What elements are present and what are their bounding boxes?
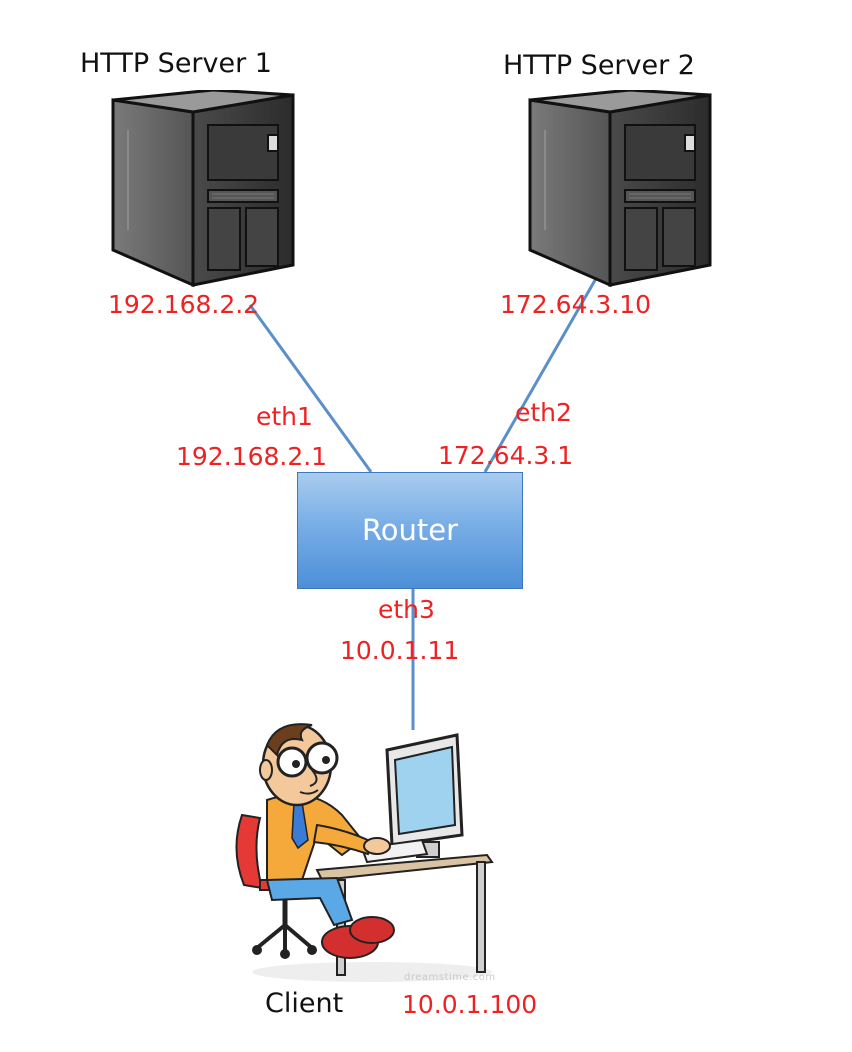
link-server1-router	[248, 304, 373, 473]
server2-ip: 172.64.3.10	[500, 290, 652, 319]
link-server2-router	[483, 274, 600, 473]
server2-title: HTTP Server 2	[503, 50, 695, 81]
router-box: Router	[297, 472, 523, 589]
eth3-ip: 10.0.1.11	[340, 636, 460, 665]
person-at-computer-icon	[235, 723, 494, 982]
server1-ip: 192.168.2.2	[108, 290, 260, 319]
server1-title: HTTP Server 1	[80, 48, 272, 79]
client-ip: 10.0.1.100	[402, 990, 538, 1019]
router-label: Router	[361, 513, 459, 547]
eth2-label: eth2	[515, 398, 572, 427]
eth2-ip: 172.64.3.1	[438, 441, 574, 470]
eth3-label: eth3	[378, 595, 435, 624]
eth1-label: eth1	[256, 402, 313, 431]
client-title: Client	[265, 988, 344, 1019]
server-tower-icon	[111, 90, 295, 288]
server-tower-icon	[528, 90, 712, 288]
eth1-ip: 192.168.2.1	[176, 442, 328, 471]
watermark: dreamstime.com	[404, 972, 496, 983]
